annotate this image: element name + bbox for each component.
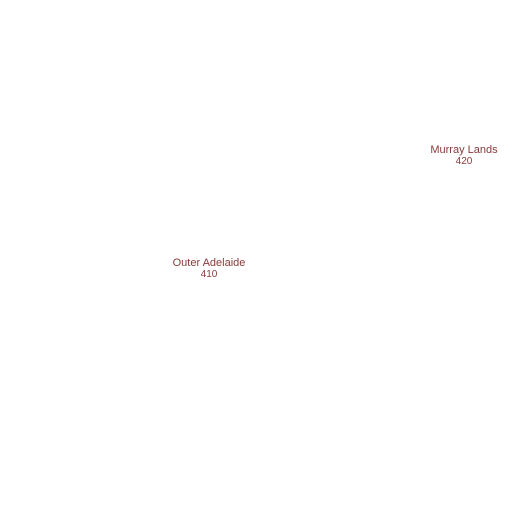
region-label-outer-adelaide: Outer Adelaide 410: [173, 257, 246, 281]
region-name: Outer Adelaide: [172, 257, 246, 269]
region-code: 420: [455, 156, 473, 167]
region-label-murray-lands: Murray Lands 420: [430, 144, 497, 168]
region-name: Murray Lands: [430, 144, 498, 156]
region-code: 410: [200, 269, 218, 280]
